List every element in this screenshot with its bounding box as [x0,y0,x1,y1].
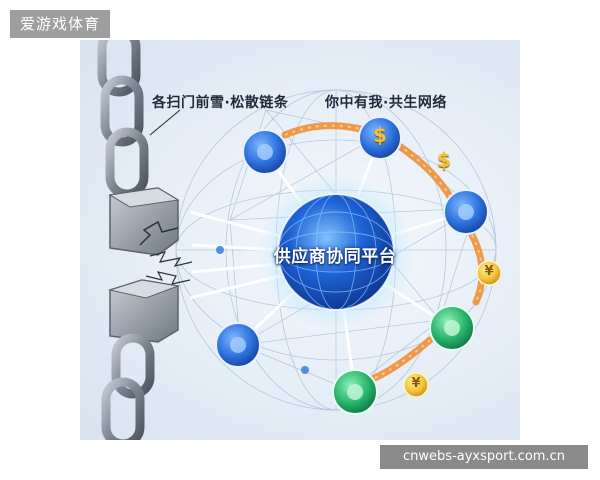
crack-bottom [145,271,191,285]
coin-yen-right [476,260,502,286]
crack-top [149,251,193,267]
yen-symbol-bottom: ¥ [411,376,421,391]
center-label: 供应商协同平台 [273,247,397,267]
network-nodes [215,116,493,415]
left-caption: 各扫门前雪·松散链条 [152,95,289,111]
globe [278,194,394,310]
watermark-bottom-right: cnwebs-ayxsport.com.cn [380,445,588,469]
coin-yen-bottom [403,372,429,398]
chain-bottom [101,333,155,440]
network-diagram [97,40,502,440]
chain-top [97,40,149,199]
caption-pointer [149,109,181,136]
illustration: 各扫门前雪·松散链条 你中有我·共生网络 供应商协同平台 $ $ ¥ ¥ [80,40,520,440]
node-dollar [358,116,402,160]
dollar-symbol-node: $ [373,123,387,147]
broken-block-top [108,187,180,256]
right-caption: 你中有我·共生网络 [325,95,447,111]
dollar-symbol-floating: $ [437,148,451,172]
yen-symbol-right: ¥ [484,264,494,279]
broken-block-bottom [108,279,180,343]
watermark-top-left: 爱游戏体育 [10,10,111,38]
